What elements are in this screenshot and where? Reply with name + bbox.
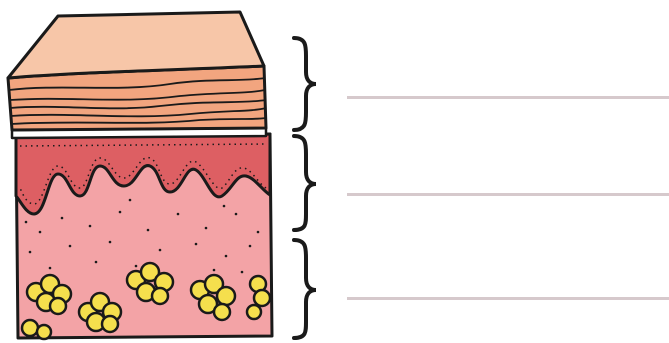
epidermis-top-face <box>8 12 264 78</box>
brace-hypodermis <box>294 240 316 338</box>
brace-dermis <box>294 136 316 230</box>
answer-line-epidermis[interactable] <box>347 96 669 99</box>
answer-line-hypodermis[interactable] <box>347 297 669 300</box>
brace-epidermis <box>294 38 316 130</box>
answer-line-dermis[interactable] <box>347 193 669 196</box>
